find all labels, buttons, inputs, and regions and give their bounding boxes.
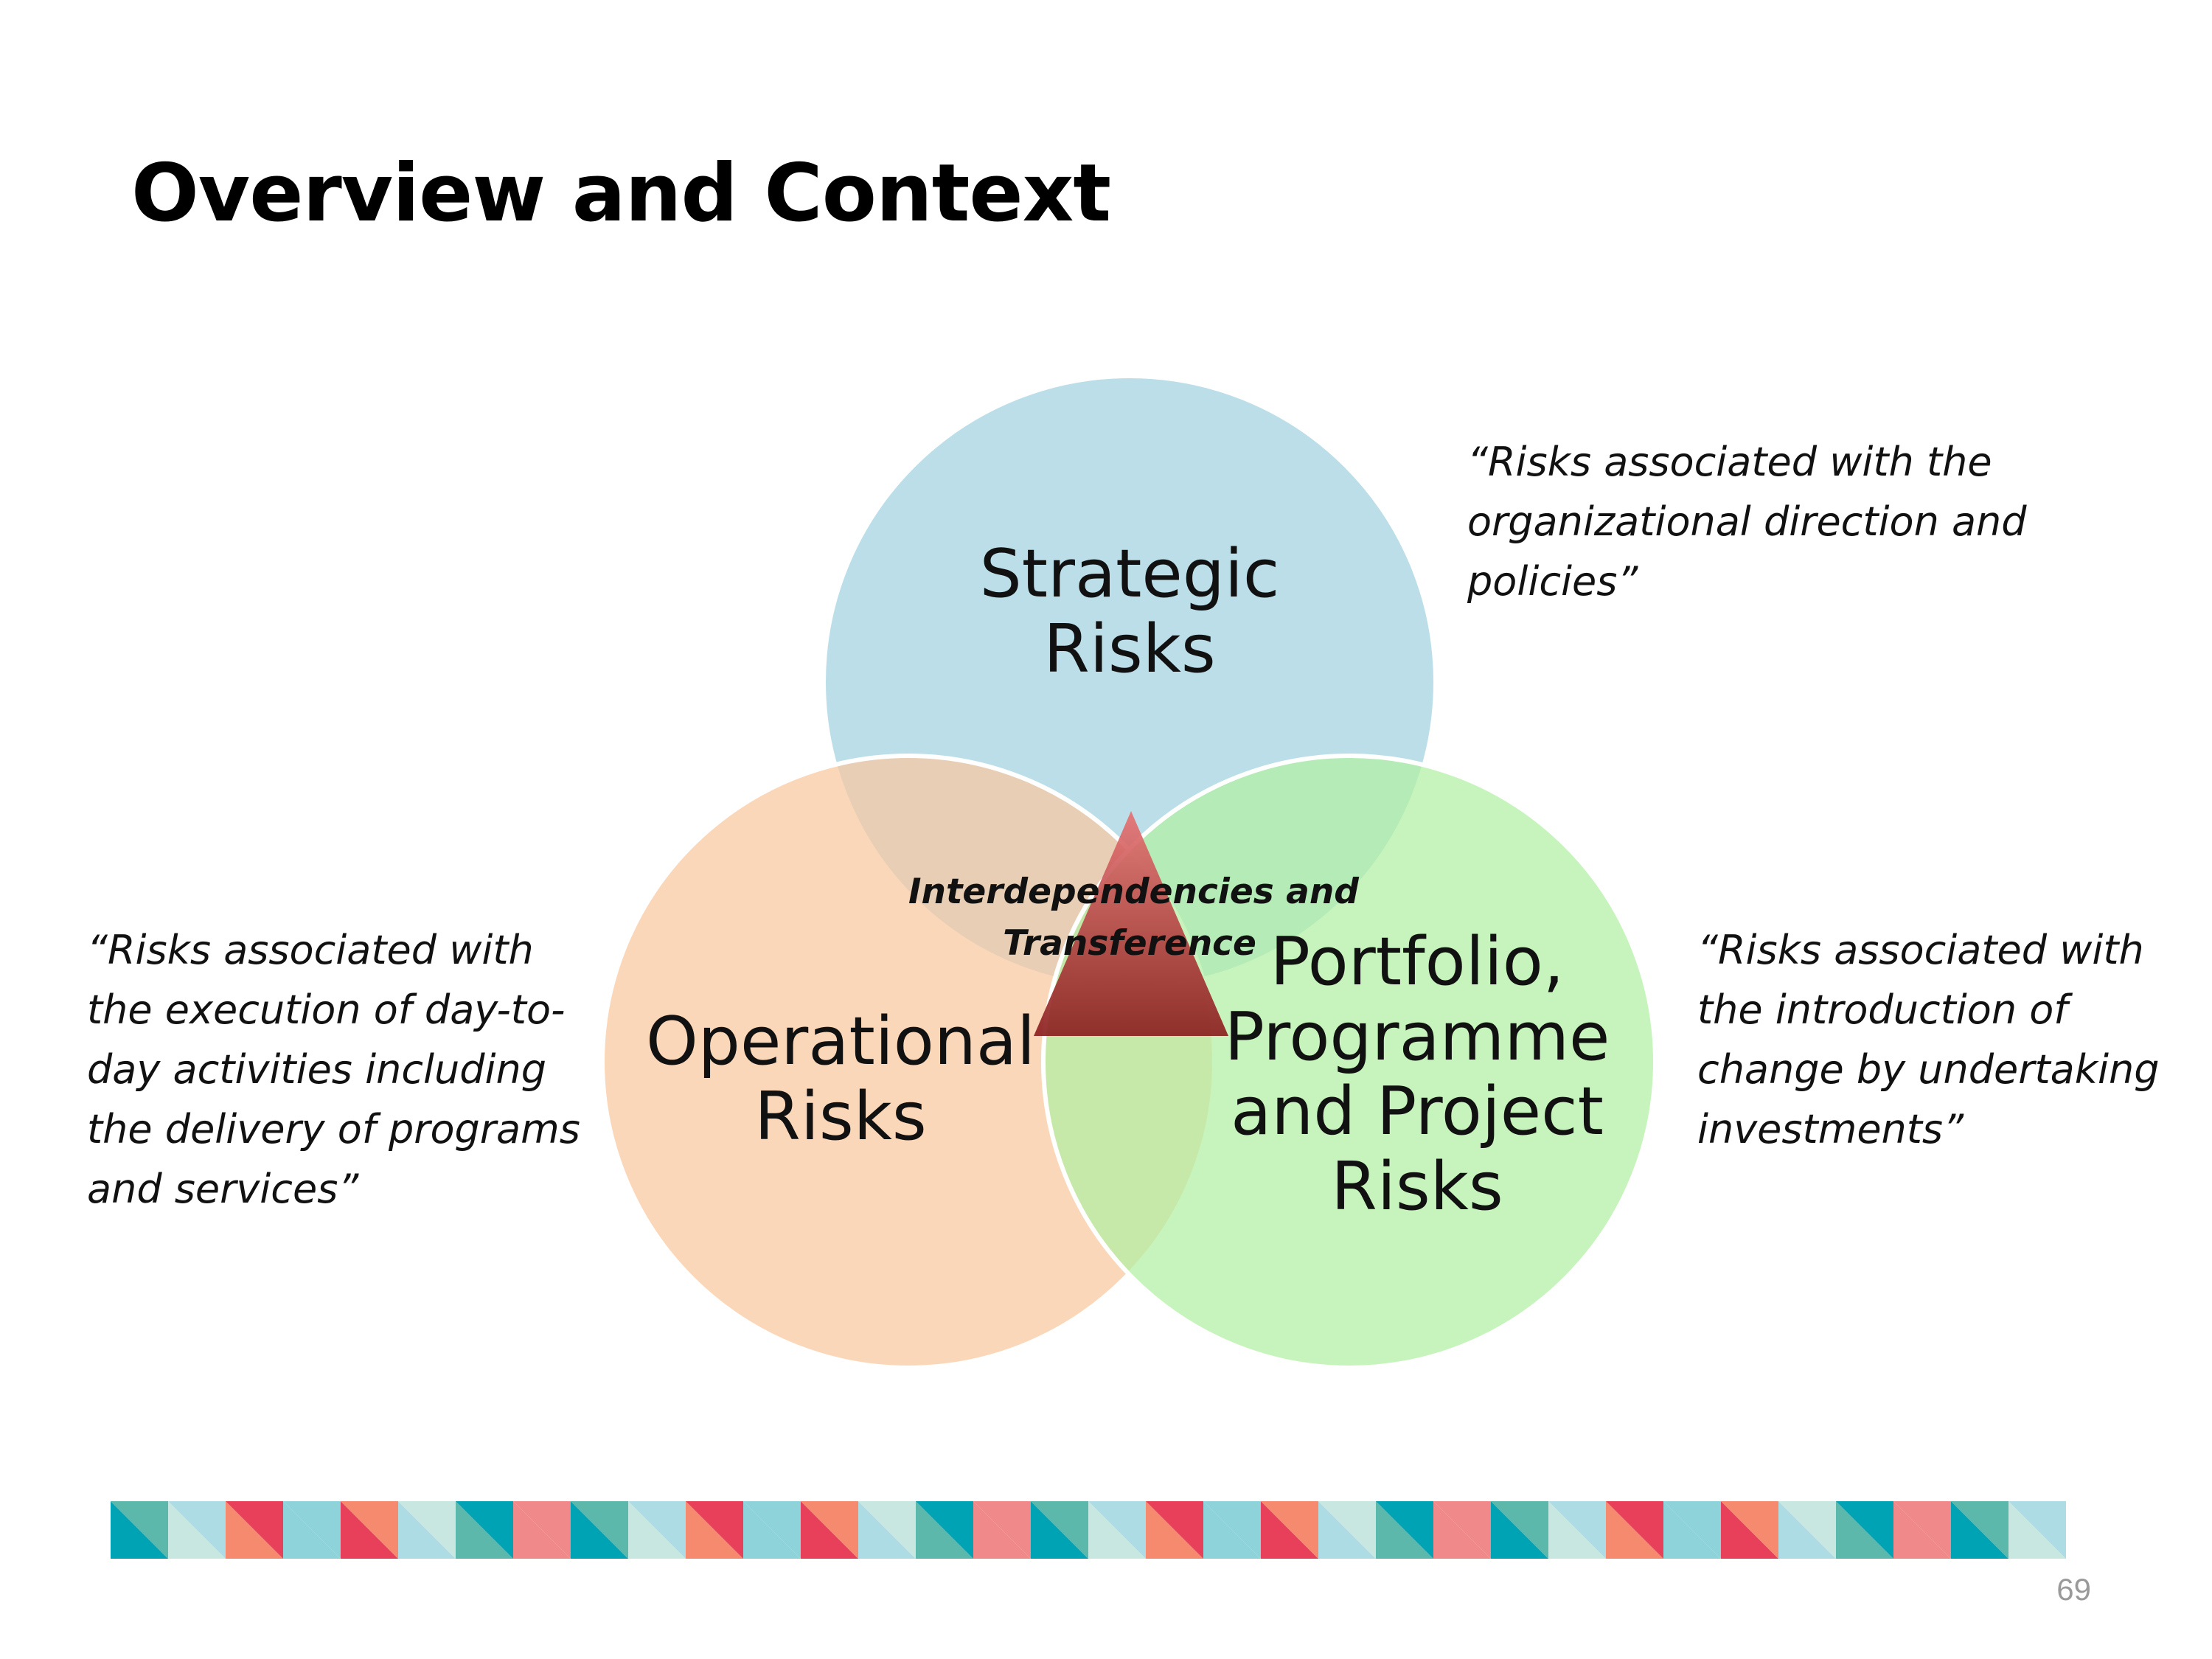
operational-quote: “Risks associated with the execution of … [87,927,580,1212]
portfolio-label-line: Risks [1331,1148,1503,1226]
band-triangle [1203,1501,1261,1559]
band-triangle [111,1501,168,1559]
page-number: 69 [2056,1572,2091,1607]
band-triangle [1146,1501,1203,1559]
band-triangle [398,1501,456,1559]
strategic-label-line: Risks [1043,610,1216,688]
portfolio-label-line: Programme [1224,998,1610,1076]
band-triangle [1548,1501,1606,1559]
band-triangle [1836,1501,1893,1559]
band-triangle [456,1501,513,1559]
operational-label-line: Operational [645,1003,1036,1080]
portfolio-quote: “Risks associated with the introduction … [1697,927,2160,1152]
band-triangle [743,1501,801,1559]
strategic-label-line: Strategic [979,535,1280,613]
band-triangle [1721,1501,1778,1559]
slide-title: Overview and Context [131,147,1111,240]
band-triangle [973,1501,1031,1559]
decorative-triangle-band [111,1501,2066,1559]
portfolio-risks-circle [1041,754,1658,1370]
strategic-quote: “Risks associated with the organizationa… [1467,439,2027,605]
band-triangle [168,1501,226,1559]
band-triangle [1031,1501,1088,1559]
band-triangle [858,1501,916,1559]
band-triangle [1376,1501,1433,1559]
portfolio-risks-label: Portfolio, Programme and Project Risks [1196,925,1638,1225]
interdependencies-line: Transference [1003,923,1256,964]
band-triangle [686,1501,743,1559]
band-triangle [1318,1501,1376,1559]
band-triangle [226,1501,283,1559]
band-triangle [916,1501,973,1559]
band-triangle [513,1501,571,1559]
band-triangle [1606,1501,1663,1559]
portfolio-label-line: and Project [1231,1073,1604,1151]
band-triangle [1433,1501,1491,1559]
band-triangle [571,1501,628,1559]
interdependencies-triangle [1034,811,1228,1036]
band-triangle [1261,1501,1318,1559]
band-triangle [1088,1501,1146,1559]
band-triangle [1491,1501,1548,1559]
band-triangle [341,1501,398,1559]
band-triangle [801,1501,858,1559]
strategic-risks-label: Strategic Risks [908,537,1351,686]
band-triangle [628,1501,686,1559]
band-triangle [1951,1501,2008,1559]
band-triangle [2008,1501,2066,1559]
band-triangle [1663,1501,1721,1559]
operational-risks-label: Operational Risks [619,1004,1062,1154]
operational-label-line: Risks [754,1077,927,1155]
interdependencies-line: Interdependencies and [908,872,1359,912]
interdependencies-label: Interdependencies and Transference [908,866,1359,970]
band-triangle [1778,1501,1836,1559]
band-triangle [283,1501,341,1559]
band-triangle [1893,1501,1951,1559]
portfolio-label-line: Portfolio, [1270,923,1565,1001]
